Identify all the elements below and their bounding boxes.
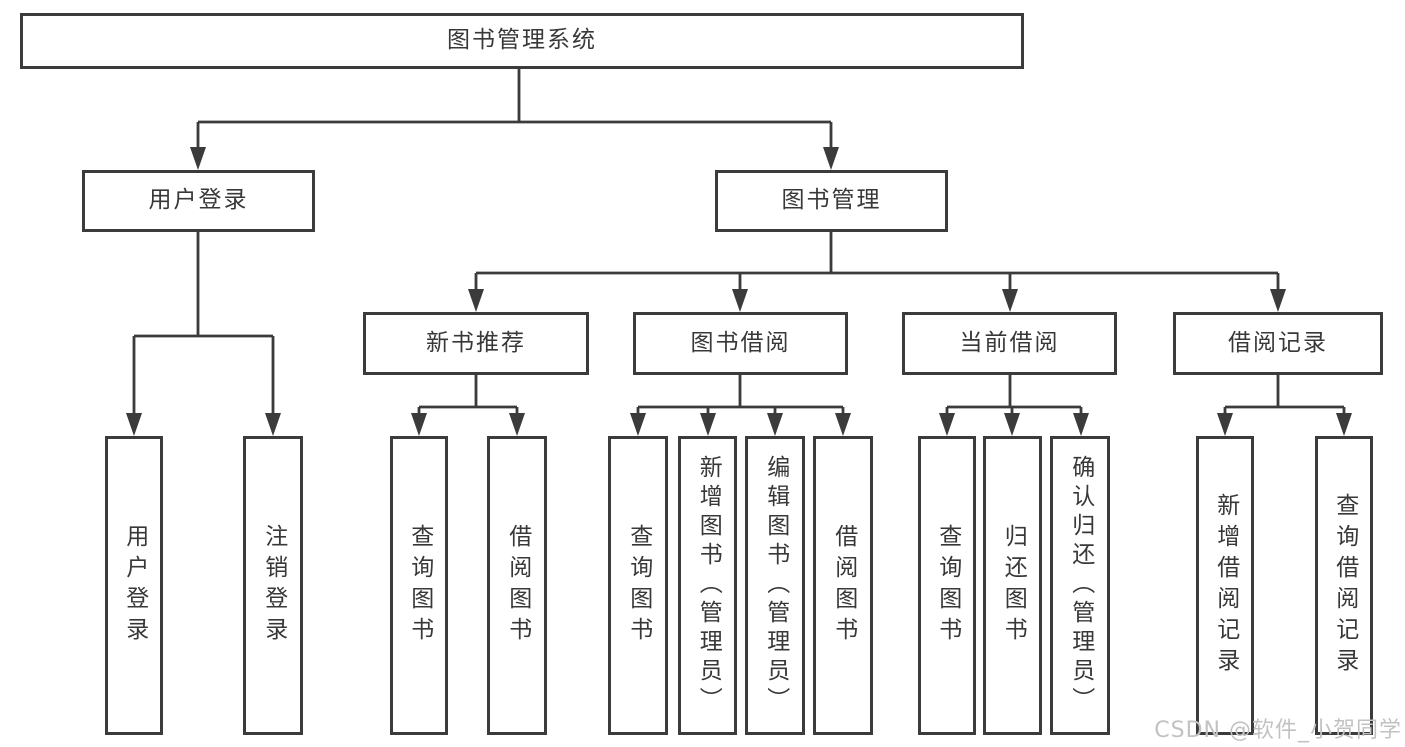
- node-new-book-recommendation-label: 新书推荐: [426, 329, 526, 356]
- node-book-management-label: 图书管理: [781, 187, 882, 214]
- leaf-recommend-query-books-label: 查询图书: [406, 523, 433, 648]
- node-new-book-recommendation: 新书推荐: [363, 312, 589, 375]
- leaf-logout: 注销登录: [243, 436, 303, 735]
- connector-user-login: [132, 232, 275, 416]
- node-current-borrowing-label: 当前借阅: [959, 329, 1060, 356]
- leaf-user-login: 用户登录: [105, 436, 163, 735]
- connector-current-borrowing: [945, 375, 1083, 416]
- leaf-edit-books-admin-label: 编辑图书（管理员）: [762, 455, 789, 716]
- node-root-label: 图书管理系统: [447, 27, 597, 54]
- node-borrowing-records: 借阅记录: [1173, 312, 1383, 375]
- leaf-confirm-return-admin: 确认归还（管理员）: [1050, 436, 1110, 735]
- leaf-query-borrow-record-label: 查询借阅记录: [1331, 492, 1358, 679]
- leaf-recommend-borrow-books-label: 借阅图书: [504, 523, 531, 648]
- arrowheads: [126, 147, 1352, 436]
- connector-book-management: [474, 232, 1280, 292]
- leaf-current-query-books-label: 查询图书: [934, 523, 961, 648]
- leaf-return-books: 归还图书: [983, 436, 1042, 735]
- node-borrowing-records-label: 借阅记录: [1228, 329, 1328, 356]
- leaf-query-borrow-record: 查询借阅记录: [1315, 436, 1373, 735]
- leaf-borrowing-query-books-label: 查询图书: [625, 523, 652, 648]
- node-book-borrowing-label: 图书借阅: [690, 329, 791, 356]
- leaf-logout-label: 注销登录: [260, 523, 287, 648]
- leaf-borrowing-borrow-books: 借阅图书: [813, 436, 873, 735]
- leaf-add-borrow-record: 新增借阅记录: [1196, 436, 1254, 735]
- leaf-edit-books-admin: 编辑图书（管理员）: [745, 436, 805, 735]
- leaf-recommend-borrow-books: 借阅图书: [487, 436, 547, 735]
- leaf-current-query-books: 查询图书: [918, 436, 976, 735]
- connector-borrowing-records: [1223, 375, 1346, 416]
- node-book-management: 图书管理: [715, 170, 948, 232]
- leaf-add-books-admin-label: 新增图书（管理员）: [695, 455, 722, 716]
- leaf-add-books-admin: 新增图书（管理员）: [678, 436, 737, 735]
- connector-new-book-recommendation: [417, 375, 519, 416]
- connector-book-borrowing: [636, 375, 845, 416]
- leaf-borrowing-query-books: 查询图书: [608, 436, 668, 735]
- leaf-return-books-label: 归还图书: [1000, 523, 1027, 648]
- leaf-add-borrow-record-label: 新增借阅记录: [1212, 492, 1239, 679]
- leaf-user-login-label: 用户登录: [121, 523, 148, 648]
- leaf-recommend-query-books: 查询图书: [390, 436, 448, 735]
- leaf-confirm-return-admin-label: 确认归还（管理员）: [1067, 455, 1094, 716]
- node-user-login-label: 用户登录: [148, 187, 249, 214]
- node-user-login: 用户登录: [82, 170, 315, 232]
- node-book-borrowing: 图书借阅: [633, 312, 848, 375]
- node-current-borrowing: 当前借阅: [902, 312, 1117, 375]
- leaf-borrowing-borrow-books-label: 借阅图书: [830, 523, 857, 648]
- connector-root: [196, 69, 833, 150]
- csdn-watermark: CSDN @软件_小贺同学: [1154, 718, 1402, 743]
- node-root: 图书管理系统: [20, 13, 1024, 69]
